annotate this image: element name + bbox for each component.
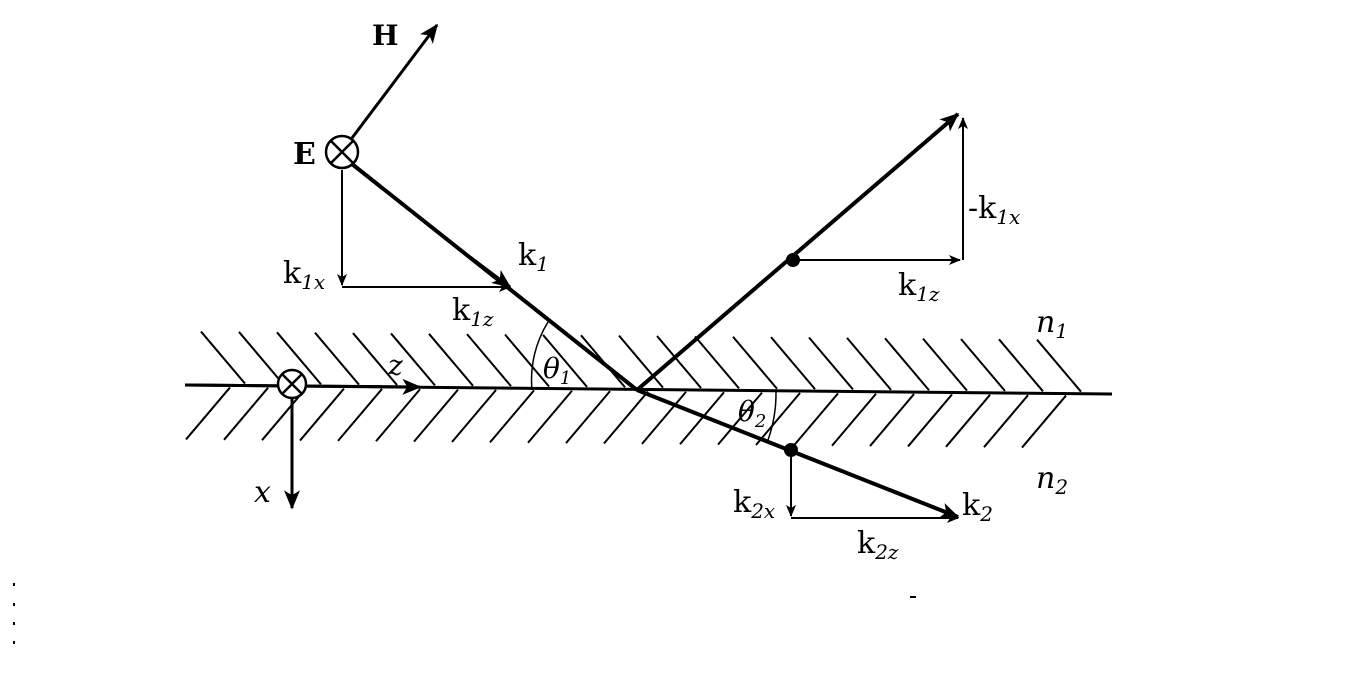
incident-ray-arrow [469,255,512,289]
label-z: z [387,349,403,382]
scan-speckles [13,583,916,644]
hatch-line-upper [846,337,892,391]
label-k2: k2 [962,488,993,526]
label-theta2: θ2 [738,395,766,432]
label-x: x [254,475,271,510]
hatch-line-lower [1021,394,1067,449]
hatch-line-upper [884,337,930,391]
label-n2: n2 [1036,461,1068,499]
hatch-line-upper [998,338,1044,392]
hatch-line-lower [755,392,801,446]
hatch-line-lower [375,388,421,442]
hatch-line-upper [922,337,968,392]
hatch-line-lower [413,389,459,443]
hatch-line-upper [694,335,740,390]
label-k1x: k1x [283,256,325,294]
hatch-line-lower [603,390,649,445]
hatch-line-upper [542,334,588,388]
hatch-line-upper [808,336,854,391]
hatch-line-upper [466,333,512,387]
label-k2x: k2x [733,485,775,523]
hatch-line-lower [223,387,269,441]
origin-into-page-symbol [276,368,308,400]
label-h: H [372,19,398,52]
label-minus-k1x: -k1x [968,191,1020,229]
hatch-line-upper [352,332,398,386]
hatch-line-upper [1036,339,1082,393]
hatch-line-upper [504,333,550,388]
refracted-ray-dot [784,443,798,457]
hatch-line-lower [299,387,345,442]
hatch-line-lower [451,389,497,443]
hatch-line-upper [770,336,816,390]
hatch-line-lower [983,394,1029,448]
hatch-line-upper [656,335,702,389]
label-k1: k1 [518,238,549,276]
hatch-line-lower [945,394,991,448]
lower-medium-hatching [185,386,1067,449]
hatch-line-lower [565,390,611,444]
hatch-line-lower [831,393,877,447]
label-k1z-right: k1z [898,268,940,306]
reflected-ray [635,112,960,392]
hatch-line-lower [527,390,573,444]
e-field-into-page-symbol [324,134,360,170]
hatch-line-upper [238,331,284,385]
upper-medium-hatching [200,330,1082,393]
theta1-arc [530,321,549,391]
hatch-line-upper [314,332,360,386]
label-theta1: θ1 [543,352,571,389]
theta2-arc [767,391,777,441]
hatch-line-lower [185,386,231,441]
hatch-line-lower [641,391,687,445]
hatch-line-lower [679,391,725,445]
hatch-line-lower [793,392,839,446]
hatch-line-upper [960,338,1006,392]
hatch-line-lower [717,391,763,446]
label-n1: n1 [1036,305,1068,343]
hatch-line-upper [200,330,246,385]
label-e: E [293,137,316,172]
refracted-ray-k2 [636,388,960,519]
hatch-line-upper [276,331,322,385]
label-k1z-left: k1z [452,293,494,331]
hatch-line-upper [428,333,474,387]
hatch-line-upper [732,336,778,390]
hatch-line-lower [489,389,535,444]
h-field-arrow [350,23,439,139]
hatch-line-lower [337,388,383,442]
hatch-line-lower [907,393,953,448]
hatch-line-upper [390,332,436,387]
label-k2z: k2z [857,526,899,564]
hatch-line-lower [869,393,915,447]
hatch-line-upper [618,334,664,389]
